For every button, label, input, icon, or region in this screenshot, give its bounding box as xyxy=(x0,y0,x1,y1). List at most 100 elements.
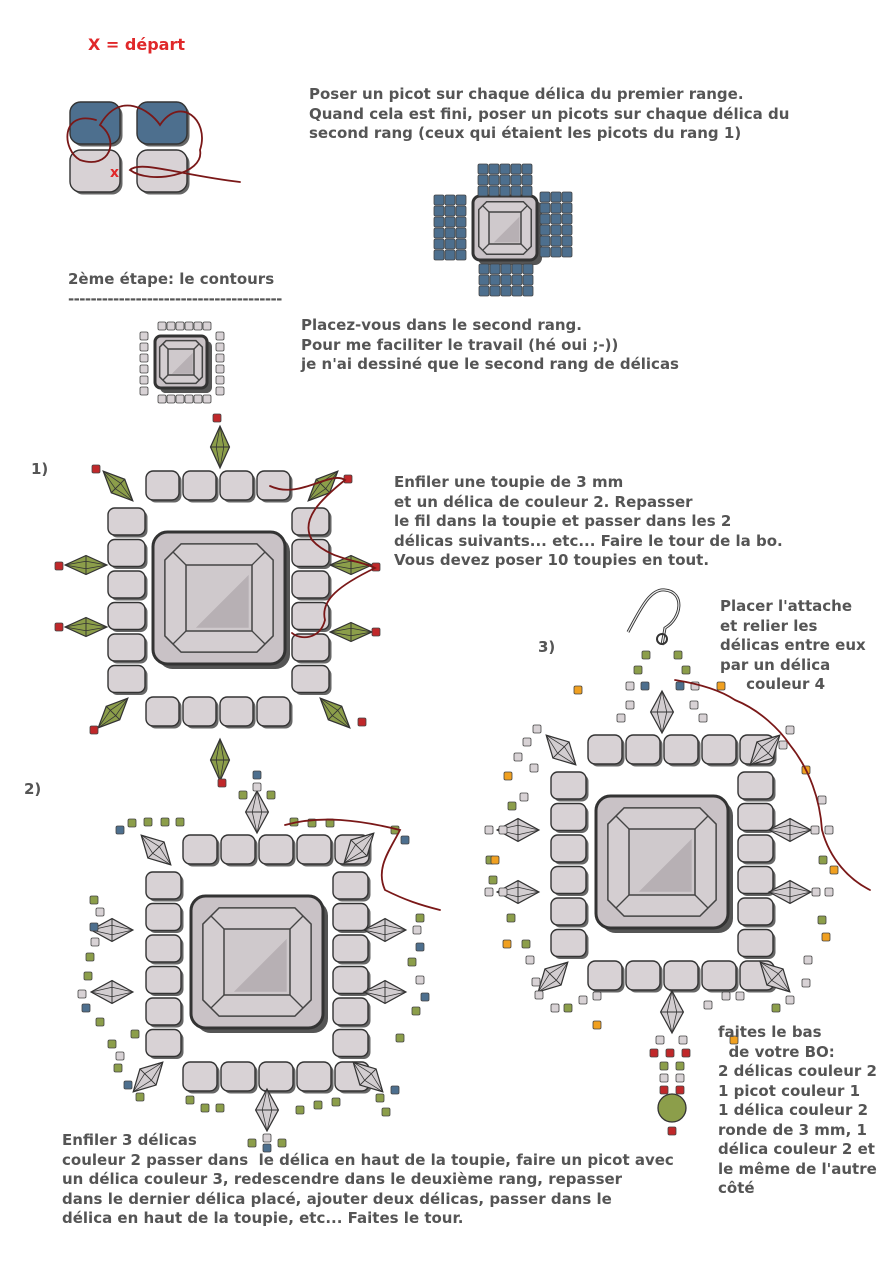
seed-bead xyxy=(550,191,562,203)
legend-start: X = départ xyxy=(88,35,185,54)
crystal-bicone xyxy=(537,726,585,774)
seed-bead xyxy=(499,185,511,197)
delica-bead xyxy=(107,538,148,569)
seed-bead xyxy=(817,795,827,805)
seed-bead xyxy=(561,246,573,258)
seed-bead xyxy=(721,991,731,1001)
seed-bead xyxy=(510,174,522,186)
seed-bead xyxy=(90,937,100,947)
delica-bead xyxy=(625,960,663,993)
seed-bead xyxy=(498,887,508,897)
seed-bead xyxy=(810,825,820,835)
seed-bead xyxy=(818,855,828,865)
delica-bead xyxy=(332,997,371,1028)
seed-bead xyxy=(139,331,149,341)
seed-bead xyxy=(801,978,811,988)
seed-bead xyxy=(735,991,745,1001)
seed-bead xyxy=(411,1006,421,1016)
delica-bead xyxy=(219,470,256,503)
delica-bead xyxy=(701,960,739,993)
seed-bead xyxy=(539,191,551,203)
delica-bead xyxy=(701,734,739,767)
delica-bead xyxy=(107,601,148,632)
seed-bead xyxy=(824,887,834,897)
delica-bead xyxy=(737,928,776,959)
crystal-bicone xyxy=(649,690,675,734)
seed-bead xyxy=(89,725,99,735)
seed-bead xyxy=(215,342,225,352)
seed-bead xyxy=(550,224,562,236)
seed-bead xyxy=(81,1003,91,1013)
delica-bead xyxy=(258,1061,296,1094)
seed-bead xyxy=(433,216,445,228)
seed-bead xyxy=(113,1063,123,1073)
seed-bead xyxy=(500,274,512,286)
seed-bead xyxy=(200,1103,210,1113)
crystal-bicone xyxy=(132,826,180,874)
seed-bead xyxy=(678,1035,688,1045)
seed-bead xyxy=(166,321,176,331)
seed-bead xyxy=(433,227,445,239)
seed-bead xyxy=(829,865,839,875)
seed-bead xyxy=(139,375,149,385)
seed-bead xyxy=(785,725,795,735)
seed-bead xyxy=(484,825,494,835)
seed-bead xyxy=(215,364,225,374)
delica-bead xyxy=(550,771,589,802)
seed-bead xyxy=(444,249,456,261)
seed-bead xyxy=(521,174,533,186)
blue-delica xyxy=(136,101,190,147)
seed-bead xyxy=(511,274,523,286)
delica-bead xyxy=(737,834,776,865)
crystal-bicone xyxy=(244,790,270,834)
seed-bead xyxy=(166,394,176,404)
seed-bead xyxy=(215,353,225,363)
seed-bead xyxy=(511,263,523,275)
seed-bead xyxy=(681,665,691,675)
seed-bead xyxy=(247,1138,257,1148)
step2-crystal xyxy=(153,334,212,393)
crystal-bicone xyxy=(254,1088,280,1132)
jump-ring xyxy=(656,633,668,645)
seed-bead xyxy=(400,835,410,845)
seed-bead xyxy=(54,561,64,571)
seed-bead xyxy=(673,650,683,660)
seed-bead xyxy=(343,474,353,484)
seed-bead xyxy=(675,1085,685,1095)
seed-bead xyxy=(592,1020,602,1030)
seed-bead xyxy=(488,185,500,197)
seed-bead xyxy=(139,353,149,363)
start-mark: x xyxy=(110,165,120,181)
crystal-bicone xyxy=(90,979,134,1005)
seed-bead xyxy=(681,1048,691,1058)
seed-bead xyxy=(811,887,821,897)
delica-bead xyxy=(182,470,219,503)
seed-bead xyxy=(115,1051,125,1061)
seed-bead xyxy=(238,790,248,800)
delica-bead xyxy=(145,902,184,933)
seed-bead xyxy=(510,185,522,197)
seed-bead xyxy=(522,263,534,275)
seed-bead xyxy=(785,995,795,1005)
seed-bead xyxy=(488,163,500,175)
delica-bead xyxy=(219,696,256,729)
seed-bead xyxy=(675,681,685,691)
seed-bead xyxy=(444,238,456,250)
seed-bead xyxy=(433,249,445,261)
green-bicone xyxy=(95,463,141,509)
delica-bead xyxy=(737,771,776,802)
delica-bead xyxy=(587,734,625,767)
seed-bead xyxy=(521,939,531,949)
seed-bead xyxy=(539,202,551,214)
seed-bead xyxy=(157,394,167,404)
seed-bead xyxy=(139,342,149,352)
seed-bead xyxy=(184,394,194,404)
delica-bead xyxy=(107,664,148,695)
seed-bead xyxy=(91,464,101,474)
seed-bead xyxy=(667,1126,677,1136)
thread-part1 xyxy=(269,477,377,639)
seed-bead xyxy=(455,194,467,206)
seed-bead xyxy=(499,163,511,175)
seed-bead xyxy=(115,825,125,835)
seed-bead xyxy=(478,285,490,297)
